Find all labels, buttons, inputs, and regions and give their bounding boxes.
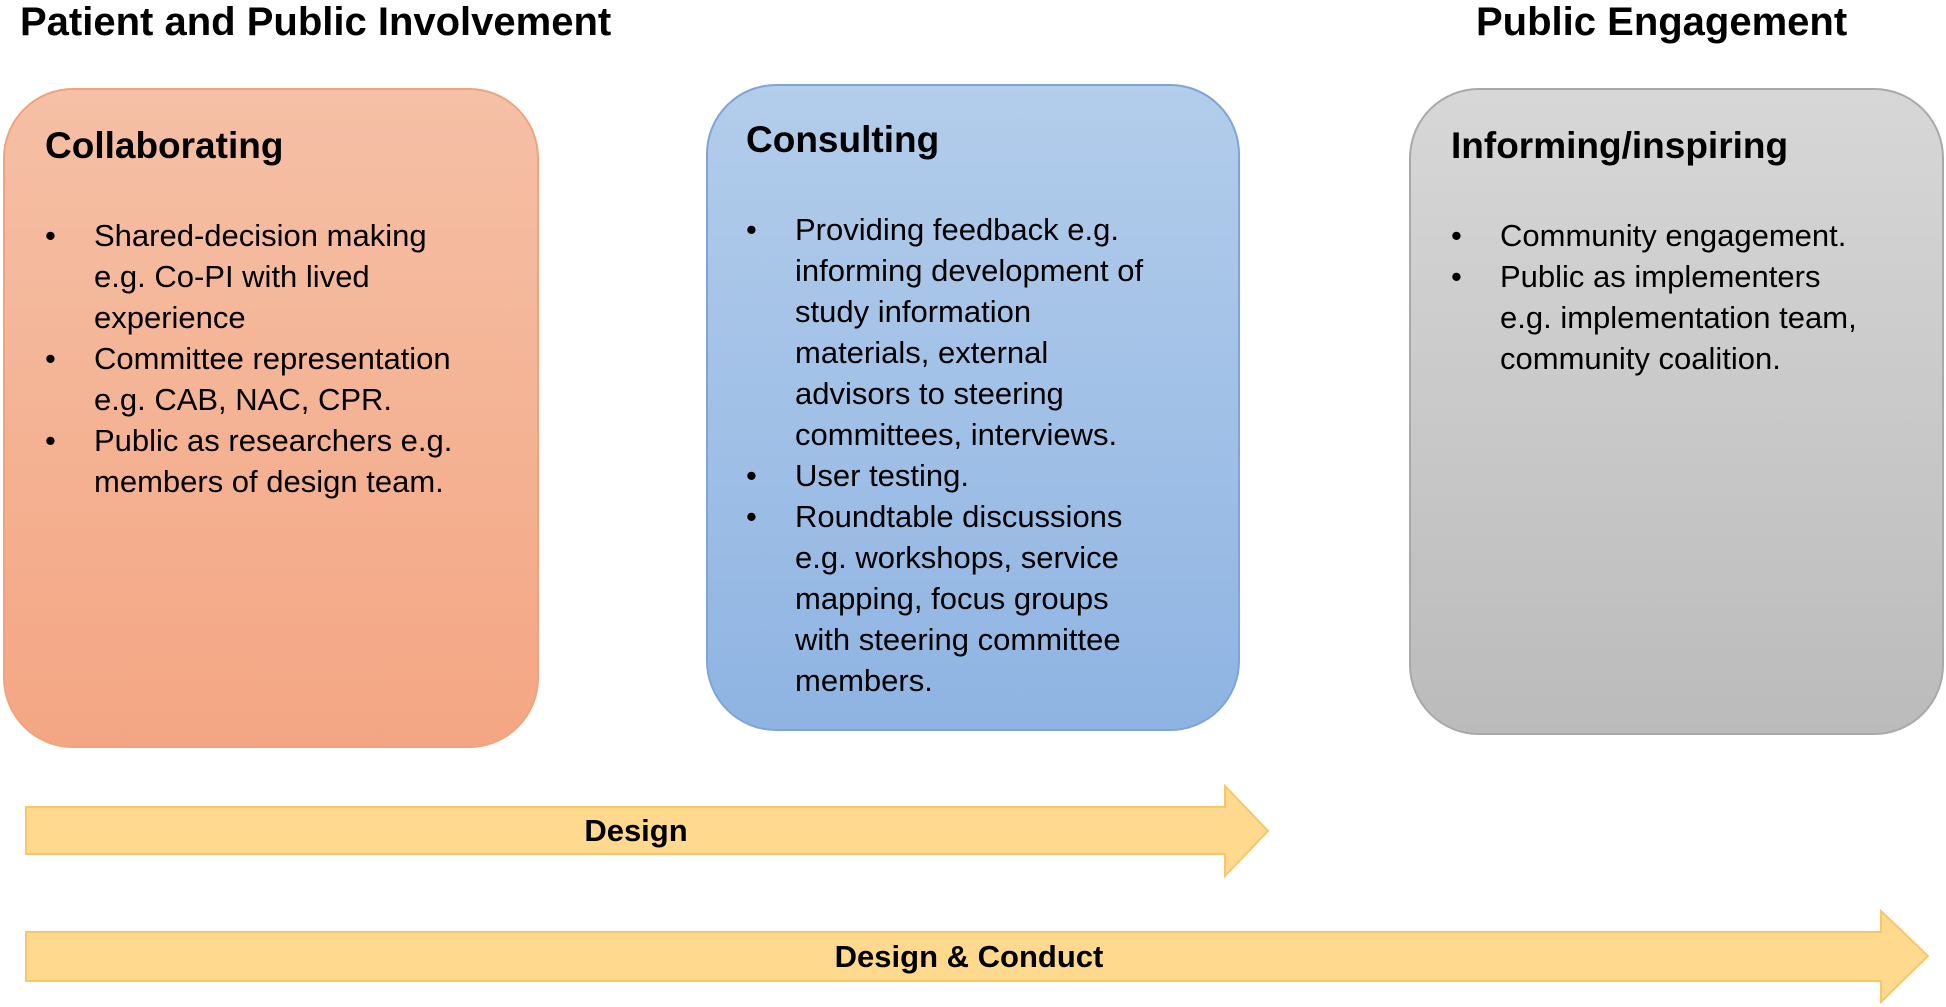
list-item: • Roundtable discussions e.g. workshops, s…: [746, 496, 1216, 701]
list-item-line: advisors to steering: [795, 376, 1064, 411]
informing-inspiring-box: Informing/inspiring • Community engagemen…: [1409, 88, 1944, 735]
list-item-line: e.g. CAB, NAC, CPR.: [94, 382, 393, 417]
design-arrow: Design: [25, 784, 1270, 878]
list-item-line: Roundtable discussions: [795, 499, 1123, 534]
patient-public-involvement-heading: Patient and Public Involvement: [20, 0, 612, 44]
list-item-line: e.g. workshops, service: [795, 540, 1119, 575]
list-item: • Community engagement.: [1451, 215, 1931, 256]
consulting-title: Consulting: [746, 119, 940, 160]
list-item-line: materials, external: [795, 335, 1049, 370]
bullet-dot: •: [746, 458, 757, 493]
list-item: • Providing feedback e.g. informing develo…: [746, 209, 1216, 455]
list-item-line: community coalition.: [1500, 341, 1781, 376]
bullet-dot: •: [1451, 259, 1462, 294]
list-item-line: mapping, focus groups: [795, 581, 1109, 616]
list-item-line: with steering committee: [795, 622, 1121, 657]
list-item-line: Providing feedback e.g.: [795, 212, 1119, 247]
informing-inspiring-title: Informing/inspiring: [1451, 125, 1789, 166]
bullet-dot: •: [45, 423, 56, 458]
collaborating-box: Collaborating • Shared-decision making e.g…: [3, 88, 539, 748]
list-item-line: Public as implementers: [1500, 259, 1821, 294]
design-conduct-arrow-shape: [25, 909, 1930, 1004]
bullet-dot: •: [746, 212, 757, 247]
consulting-list: • Providing feedback e.g. informing develo…: [746, 209, 1216, 701]
list-item-line: e.g. Co-PI with lived: [94, 259, 370, 294]
bullet-dot: •: [746, 499, 757, 534]
list-item-line: Public as researchers e.g.: [94, 423, 453, 458]
list-item-line: members of design team.: [94, 464, 444, 499]
list-item-line: Community engagement.: [1500, 218, 1847, 253]
informing-inspiring-list: • Community engagement. • Public as impleme…: [1451, 215, 1931, 379]
list-item: • User testing.: [746, 455, 1216, 496]
collaborating-list: • Shared-decision making e.g. Co-PI with l…: [45, 215, 515, 502]
list-item-line: Committee representation: [94, 341, 451, 376]
design-conduct-arrow: Design & Conduct: [25, 909, 1930, 1004]
collaborating-title: Collaborating: [45, 125, 284, 166]
design-arrow-shape: [25, 784, 1270, 878]
bullet-dot: •: [1451, 218, 1462, 253]
list-item-line: informing development of: [795, 253, 1144, 288]
list-item-line: User testing.: [795, 458, 970, 493]
list-item-line: members.: [795, 663, 933, 698]
bullet-dot: •: [45, 218, 56, 253]
list-item: • Committee representation e.g. CAB, NAC, …: [45, 338, 515, 420]
public-engagement-heading: Public Engagement: [1476, 0, 1848, 44]
list-item-line: experience: [94, 300, 246, 335]
list-item: • Shared-decision making e.g. Co-PI with l…: [45, 215, 515, 338]
design-conduct-arrow-label: Design & Conduct: [834, 939, 1104, 974]
list-item-line: committees, interviews.: [795, 417, 1118, 452]
list-item-line: study information: [795, 294, 1032, 329]
design-arrow-label: Design: [584, 813, 688, 848]
list-item-line: Shared-decision making: [94, 218, 427, 253]
list-item: • Public as researchers e.g. members of de…: [45, 420, 515, 502]
list-item-line: e.g. implementation team,: [1500, 300, 1857, 335]
list-item: • Public as implementers e.g. implementati…: [1451, 256, 1931, 379]
bullet-dot: •: [45, 341, 56, 376]
consulting-box: Consulting • Providing feedback e.g. infor…: [706, 84, 1240, 731]
